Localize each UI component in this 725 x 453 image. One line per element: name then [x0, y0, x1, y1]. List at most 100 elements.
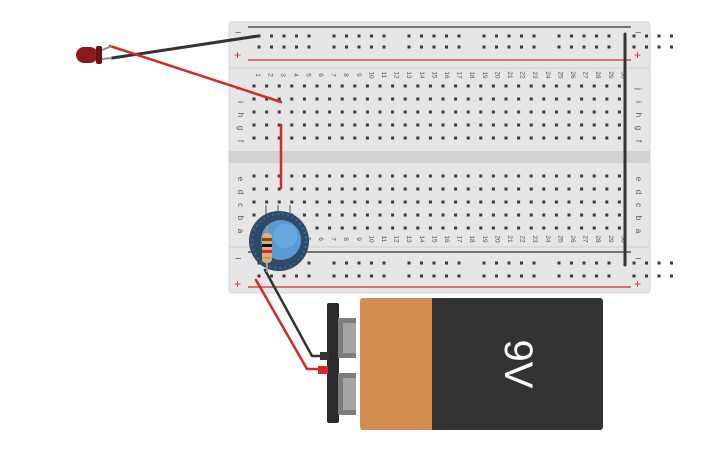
terminal-hole[interactable] — [391, 174, 395, 178]
terminal-hole[interactable] — [428, 213, 432, 217]
rail-hole[interactable] — [507, 34, 511, 38]
terminal-hole[interactable] — [466, 187, 470, 191]
terminal-hole[interactable] — [428, 174, 432, 178]
terminal-hole[interactable] — [479, 200, 483, 204]
terminal-hole[interactable] — [378, 123, 382, 127]
terminal-hole[interactable] — [277, 123, 281, 127]
terminal-hole[interactable] — [529, 174, 533, 178]
terminal-hole[interactable] — [302, 123, 306, 127]
terminal-hole[interactable] — [277, 110, 281, 114]
resistor-icon[interactable] — [262, 226, 272, 272]
terminal-hole[interactable] — [504, 136, 508, 140]
terminal-hole[interactable] — [290, 174, 294, 178]
terminal-hole[interactable] — [617, 226, 621, 230]
rail-hole[interactable] — [632, 34, 636, 38]
terminal-hole[interactable] — [567, 123, 571, 127]
terminal-hole[interactable] — [391, 123, 395, 127]
terminal-hole[interactable] — [441, 123, 445, 127]
terminal-hole[interactable] — [290, 136, 294, 140]
terminal-hole[interactable] — [554, 84, 558, 88]
terminal-hole[interactable] — [328, 200, 332, 204]
terminal-hole[interactable] — [479, 97, 483, 101]
terminal-hole[interactable] — [340, 97, 344, 101]
terminal-hole[interactable] — [517, 123, 521, 127]
rail-hole[interactable] — [482, 261, 486, 265]
terminal-hole[interactable] — [416, 136, 420, 140]
terminal-hole[interactable] — [441, 84, 445, 88]
terminal-hole[interactable] — [428, 123, 432, 127]
terminal-hole[interactable] — [491, 136, 495, 140]
terminal-hole[interactable] — [567, 110, 571, 114]
rail-hole[interactable] — [257, 45, 261, 49]
terminal-hole[interactable] — [353, 213, 357, 217]
terminal-hole[interactable] — [605, 174, 609, 178]
rail-hole[interactable] — [295, 45, 298, 49]
rail-hole[interactable] — [282, 274, 286, 278]
terminal-hole[interactable] — [605, 226, 609, 230]
rail-hole[interactable] — [445, 45, 448, 49]
rail-hole[interactable] — [570, 261, 573, 265]
terminal-hole[interactable] — [592, 97, 596, 101]
rail-hole[interactable] — [345, 34, 348, 38]
terminal-hole[interactable] — [592, 110, 596, 114]
terminal-hole[interactable] — [265, 97, 269, 101]
terminal-hole[interactable] — [353, 226, 357, 230]
rail-hole[interactable] — [557, 45, 561, 49]
terminal-hole[interactable] — [605, 97, 609, 101]
terminal-hole[interactable] — [504, 200, 508, 204]
terminal-hole[interactable] — [378, 84, 382, 88]
terminal-hole[interactable] — [567, 84, 571, 88]
terminal-hole[interactable] — [517, 187, 521, 191]
terminal-hole[interactable] — [580, 136, 584, 140]
rail-hole[interactable] — [457, 261, 461, 265]
terminal-hole[interactable] — [416, 213, 420, 217]
terminal-hole[interactable] — [302, 110, 306, 114]
rail-hole[interactable] — [582, 34, 586, 38]
terminal-hole[interactable] — [529, 136, 533, 140]
rail-hole[interactable] — [432, 34, 436, 38]
terminal-hole[interactable] — [302, 174, 306, 178]
terminal-hole[interactable] — [315, 97, 319, 101]
terminal-hole[interactable] — [252, 200, 256, 204]
terminal-hole[interactable] — [491, 200, 495, 204]
terminal-hole[interactable] — [403, 174, 407, 178]
terminal-hole[interactable] — [315, 213, 319, 217]
rail-hole[interactable] — [495, 261, 498, 265]
terminal-hole[interactable] — [441, 110, 445, 114]
terminal-hole[interactable] — [491, 174, 495, 178]
rail-hole[interactable] — [645, 274, 648, 278]
terminal-hole[interactable] — [302, 187, 306, 191]
rail-hole[interactable] — [632, 274, 636, 278]
rail-hole[interactable] — [445, 274, 448, 278]
rail-hole[interactable] — [482, 34, 486, 38]
terminal-hole[interactable] — [302, 97, 306, 101]
terminal-hole[interactable] — [542, 174, 546, 178]
rail-hole[interactable] — [520, 45, 523, 49]
terminal-hole[interactable] — [554, 97, 558, 101]
rail-hole[interactable] — [420, 45, 423, 49]
terminal-hole[interactable] — [554, 136, 558, 140]
rail-hole[interactable] — [520, 34, 523, 38]
rail-hole[interactable] — [307, 261, 311, 265]
terminal-hole[interactable] — [391, 110, 395, 114]
terminal-hole[interactable] — [554, 110, 558, 114]
terminal-hole[interactable] — [391, 187, 395, 191]
rail-hole[interactable] — [507, 261, 511, 265]
terminal-hole[interactable] — [466, 97, 470, 101]
terminal-hole[interactable] — [315, 187, 319, 191]
terminal-hole[interactable] — [365, 110, 369, 114]
terminal-hole[interactable] — [617, 174, 621, 178]
terminal-hole[interactable] — [328, 174, 332, 178]
terminal-hole[interactable] — [517, 136, 521, 140]
terminal-hole[interactable] — [517, 200, 521, 204]
terminal-hole[interactable] — [340, 123, 344, 127]
terminal-hole[interactable] — [277, 97, 281, 101]
terminal-hole[interactable] — [466, 136, 470, 140]
terminal-hole[interactable] — [605, 187, 609, 191]
terminal-hole[interactable] — [454, 226, 458, 230]
terminal-hole[interactable] — [454, 136, 458, 140]
rail-hole[interactable] — [582, 261, 586, 265]
terminal-hole[interactable] — [340, 174, 344, 178]
rail-hole[interactable] — [370, 45, 373, 49]
rail-hole[interactable] — [282, 45, 286, 49]
